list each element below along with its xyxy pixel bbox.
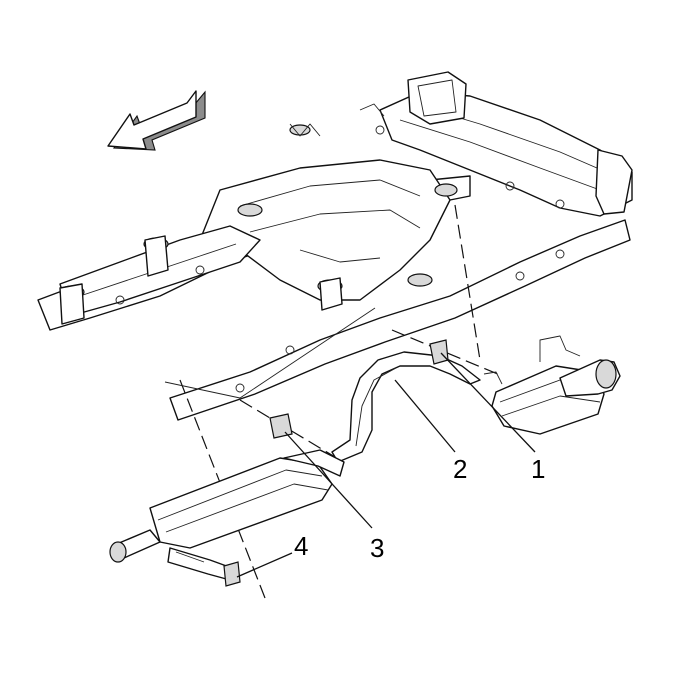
callout-1: 1	[531, 454, 545, 484]
callout-4: 4	[294, 531, 308, 561]
vehicle-frame	[37, 71, 633, 421]
callout-3: 3	[370, 533, 384, 563]
front-direction-arrow-icon	[107, 90, 206, 151]
callout-labels: 1 2 3 4	[294, 454, 545, 563]
rear-muffler	[483, 335, 621, 435]
callout-2: 2	[453, 454, 467, 484]
reference-lines	[164, 307, 376, 399]
hanger-3	[269, 413, 293, 439]
hanger-1	[429, 339, 449, 365]
callout-leaders	[236, 352, 536, 578]
alignment-lines	[179, 204, 501, 599]
intermediate-pipe	[331, 351, 481, 463]
front-muffler	[109, 449, 345, 587]
